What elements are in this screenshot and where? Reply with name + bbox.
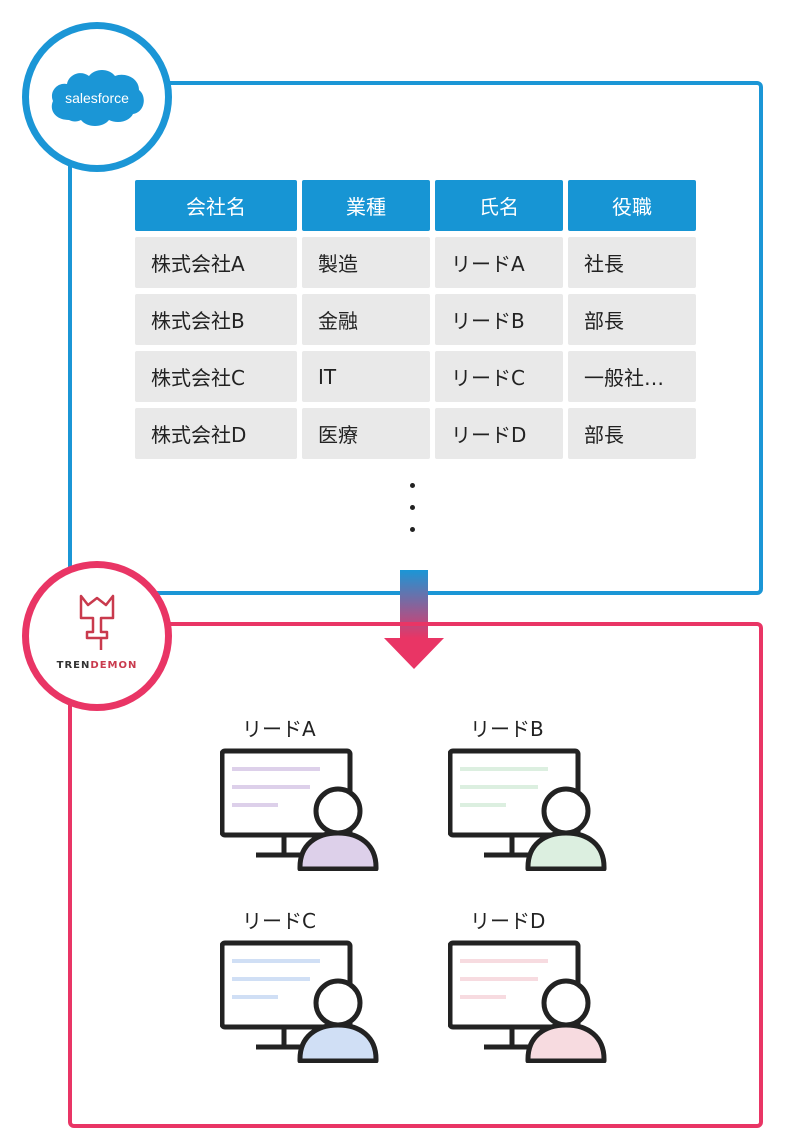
trendemon-logo-text: TRENDEMON xyxy=(29,660,165,671)
computer-user-icon xyxy=(448,940,607,1063)
table-cell: 社長 xyxy=(568,237,696,288)
sync-down-arrow-icon xyxy=(384,570,444,669)
table-cell: リードA xyxy=(435,237,563,288)
continuation-dots xyxy=(410,483,418,549)
table-cell: 株式会社A xyxy=(135,237,297,288)
table-cell: 製造 xyxy=(302,237,430,288)
lead-label: リードA xyxy=(242,717,316,741)
computer-user-icon xyxy=(220,940,379,1063)
computer-user-icon xyxy=(448,748,607,871)
logo-text-part: DEMON xyxy=(90,660,138,671)
computer-user-icon xyxy=(220,748,379,871)
trendemon-t-icon xyxy=(79,594,115,650)
header-title: 役職 xyxy=(568,180,696,231)
table-cell: IT xyxy=(302,351,430,402)
lead-label: リードB xyxy=(470,717,544,741)
lead-label: リードC xyxy=(242,909,316,933)
table-cell: 部長 xyxy=(568,294,696,345)
table-cell: 一般社… xyxy=(568,351,696,402)
trendemon-panel xyxy=(68,622,763,1128)
table-cell: 株式会社B xyxy=(135,294,297,345)
lead-table: 会社名 業種 氏名 役職 株式会社A 製造 リードA 社長 株式会社B 金融 リ… xyxy=(135,180,696,459)
lead-label: リードD xyxy=(470,909,546,933)
ellipsis-dot xyxy=(410,527,415,532)
table-cell: 金融 xyxy=(302,294,430,345)
table-cell: 医療 xyxy=(302,408,430,459)
salesforce-cloud-icon: salesforce xyxy=(51,70,144,126)
table-cell: 株式会社D xyxy=(135,408,297,459)
lead-card-d: リードD xyxy=(448,905,648,1065)
lead-card-a: リードA xyxy=(220,713,420,873)
table-cell: 株式会社C xyxy=(135,351,297,402)
logo-text-part: TREN xyxy=(56,660,91,671)
salesforce-logo-badge: salesforce xyxy=(22,22,172,172)
header-company: 会社名 xyxy=(135,180,297,231)
lead-card-c: リードC xyxy=(220,905,420,1065)
trendemon-logo-badge: TRENDEMON xyxy=(22,561,172,711)
table-cell: リードC xyxy=(435,351,563,402)
header-industry: 業種 xyxy=(302,180,430,231)
header-name: 氏名 xyxy=(435,180,563,231)
ellipsis-dot xyxy=(410,483,415,488)
table-cell: 部長 xyxy=(568,408,696,459)
lead-card-b: リードB xyxy=(448,713,648,873)
ellipsis-dot xyxy=(410,505,415,510)
table-cell: リードB xyxy=(435,294,563,345)
table-cell: リードD xyxy=(435,408,563,459)
salesforce-logo-text: salesforce xyxy=(65,90,129,106)
